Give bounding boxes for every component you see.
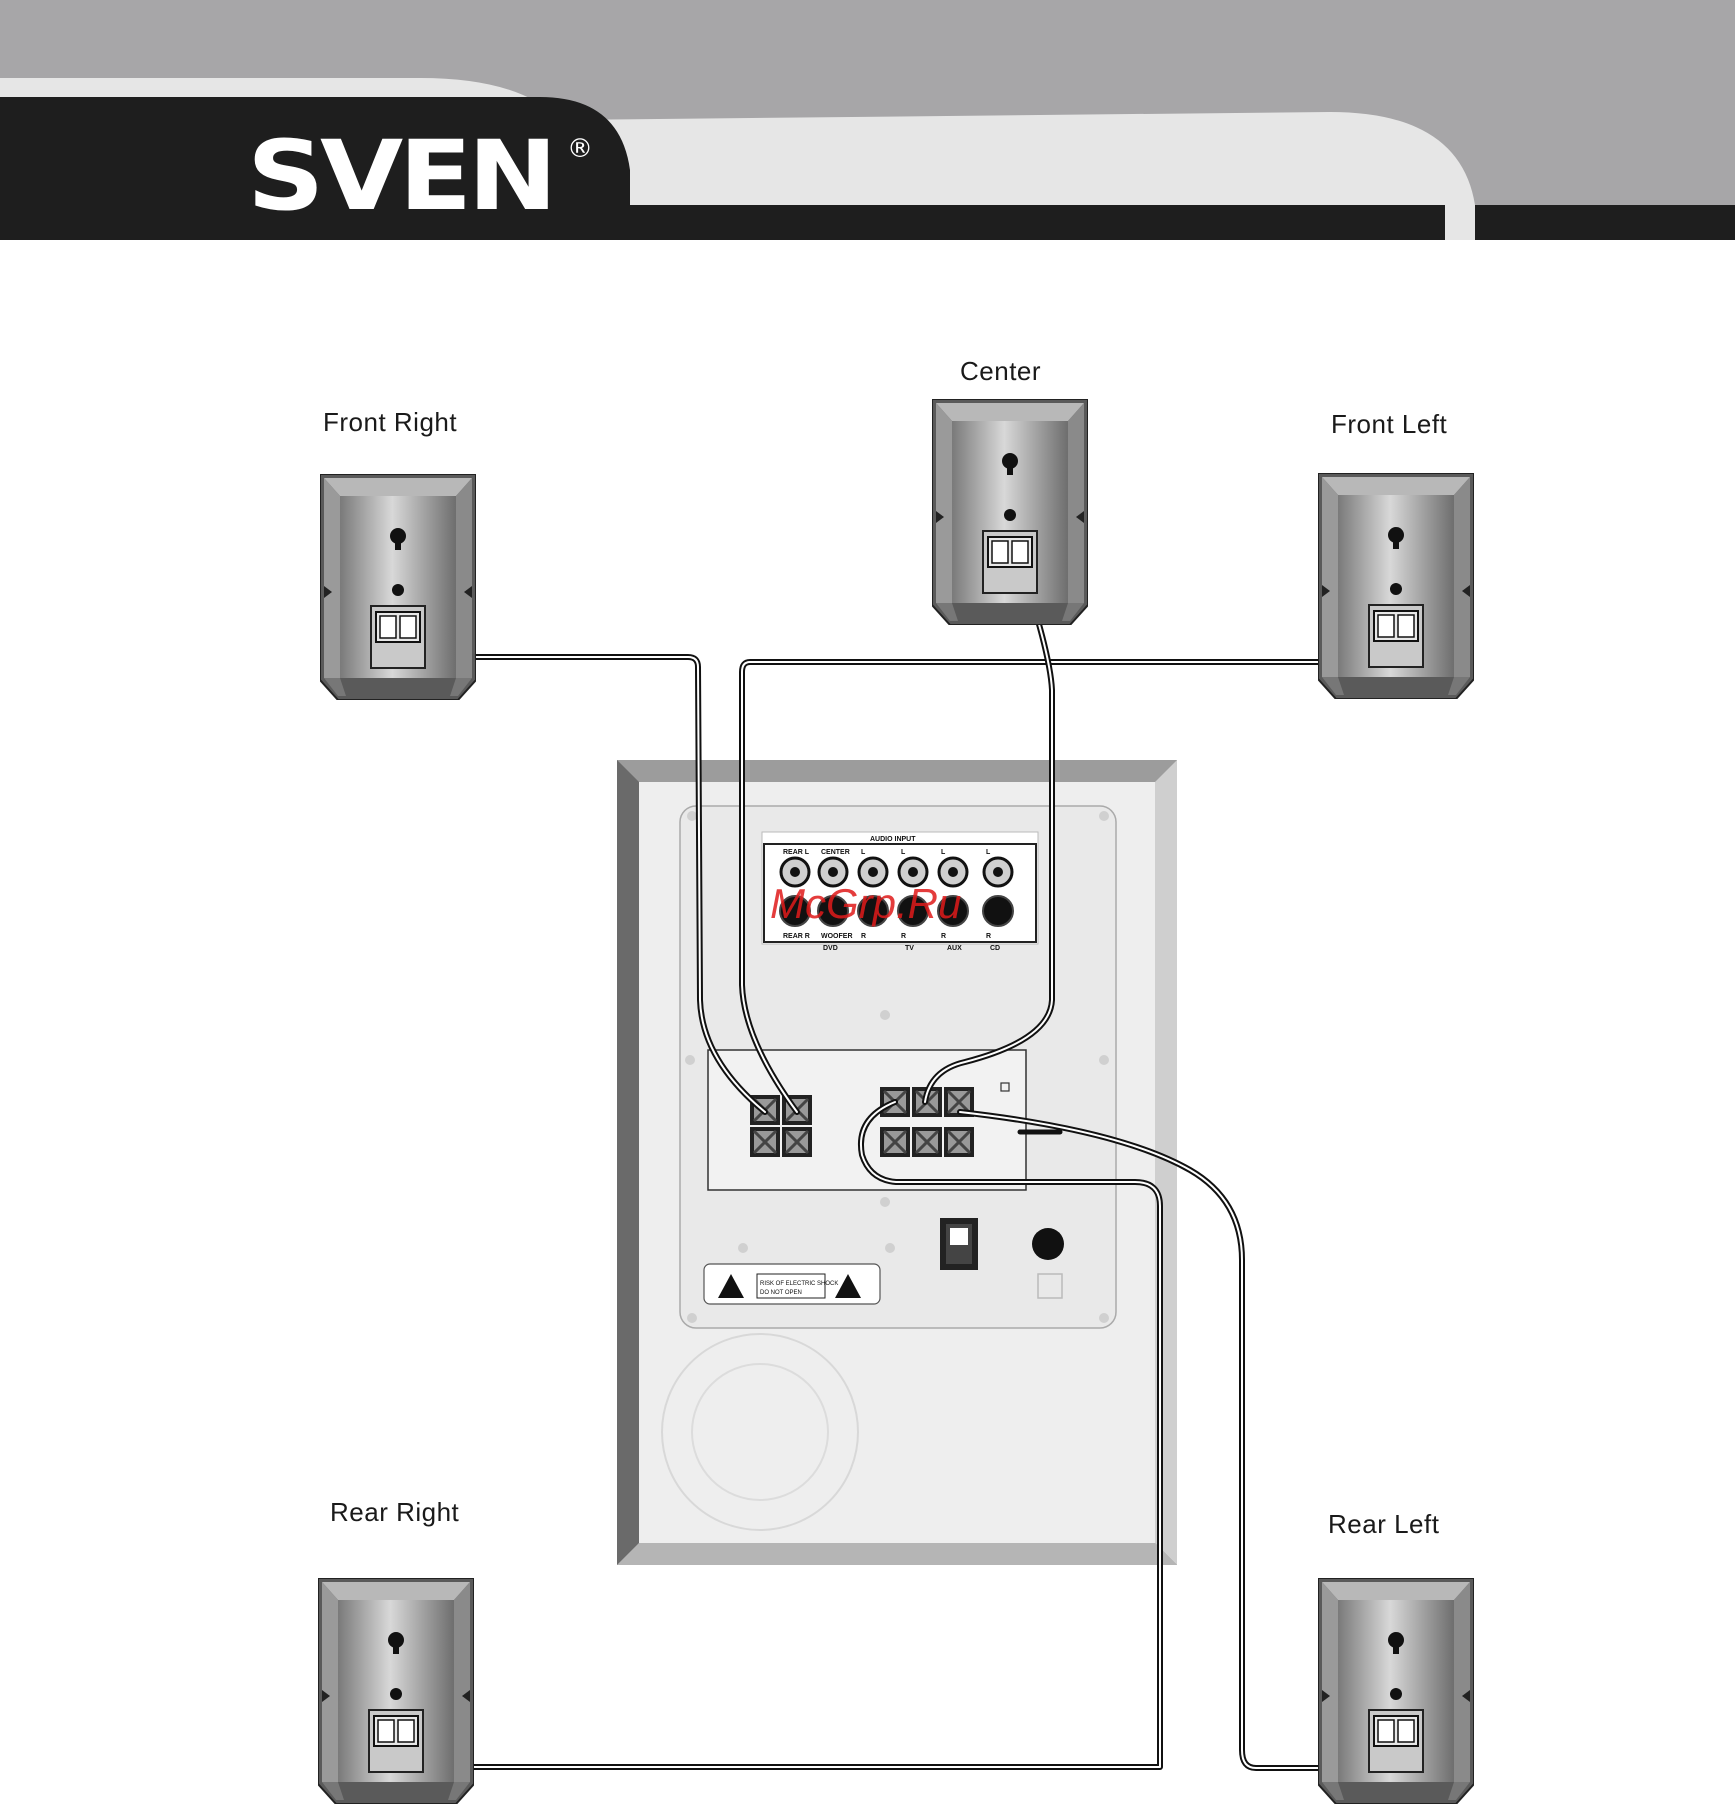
warning-text-1: RISK OF ELECTRIC SHOCK xyxy=(760,1281,838,1287)
label-center: Center xyxy=(960,356,1041,387)
jack-label-top: L xyxy=(861,849,866,856)
rca-jack[interactable] xyxy=(983,896,1013,926)
jack-label-bottom: REAR R xyxy=(783,933,810,940)
label-rear-left: Rear Left xyxy=(1328,1509,1439,1540)
rca-jack-pin xyxy=(828,867,838,877)
watermark: McGrp.Ru xyxy=(770,880,961,928)
speaker-center xyxy=(932,399,1088,625)
jack-label-bottom: R xyxy=(901,933,906,940)
input-group-label: TV xyxy=(905,945,914,952)
jack-label-top: L xyxy=(901,849,906,856)
label-front-left: Front Left xyxy=(1331,409,1447,440)
speaker-rear-left xyxy=(1318,1578,1474,1804)
audio-input-title: AUDIO INPUT xyxy=(870,836,916,843)
rca-jack-pin xyxy=(790,867,800,877)
jack-label-bottom: WOOFER xyxy=(821,933,853,940)
speaker-front-right xyxy=(320,474,476,700)
rca-jack-pin xyxy=(868,867,878,877)
rca-jack-pin xyxy=(948,867,958,877)
jack-label-bottom: R xyxy=(986,933,991,940)
jack-label-top: REAR L xyxy=(783,849,810,856)
warning-text-2: DO NOT OPEN xyxy=(760,1290,802,1296)
speaker-front-left xyxy=(1318,473,1474,699)
input-group-label: DVD xyxy=(823,945,838,952)
label-front-right: Front Right xyxy=(323,407,457,438)
jack-label-top: L xyxy=(941,849,946,856)
label-rear-right: Rear Right xyxy=(330,1497,459,1528)
rca-jack-pin xyxy=(993,867,1003,877)
jack-label-bottom: R xyxy=(861,933,866,940)
speaker-rear-right xyxy=(318,1578,474,1804)
jack-label-top: L xyxy=(986,849,991,856)
rca-jack-pin xyxy=(908,867,918,877)
input-group-label: CD xyxy=(990,945,1000,952)
jack-label-top: CENTER xyxy=(821,849,850,856)
jack-label-bottom: R xyxy=(941,933,946,940)
input-group-label: AUX xyxy=(947,945,962,952)
